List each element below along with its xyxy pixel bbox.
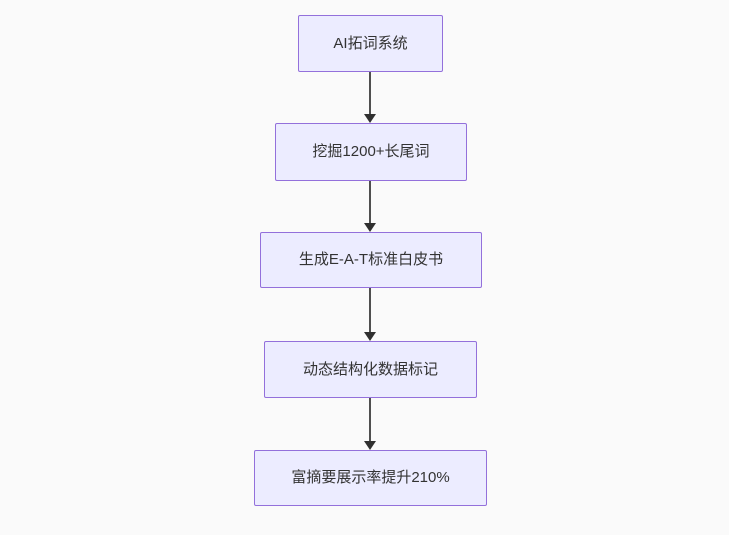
arrow-line [369,288,371,333]
flowchart-node-step-5: 富摘要展示率提升210% [254,450,487,506]
flowchart-node-step-3: 生成E-A-T标准白皮书 [260,232,482,288]
arrow-line [369,72,371,115]
arrow-down-icon [364,332,376,341]
arrow-line [369,398,371,442]
flowchart-node-step-1: AI拓词系统 [298,15,443,72]
flowchart-node-label: 生成E-A-T标准白皮书 [298,251,444,268]
flowchart-node-label: AI拓词系统 [333,34,408,52]
arrow-line [369,181,371,224]
flow-arrow-connector [363,72,377,123]
flowchart-node-label: 动态结构化数据标记 [302,360,438,378]
arrow-down-icon [364,223,376,232]
flow-arrow-connector [363,288,377,341]
flow-arrow-connector [363,181,377,232]
flowchart-node-step-2: 挖掘1200+长尾词 [275,123,467,181]
arrow-down-icon [364,441,376,450]
flowchart-node-label: 富摘要展示率提升210% [291,469,450,486]
flowchart-node-step-4: 动态结构化数据标记 [264,341,477,398]
arrow-down-icon [364,114,376,123]
flow-arrow-connector [363,398,377,450]
flowchart-node-label: 挖掘1200+长尾词 [312,143,430,160]
